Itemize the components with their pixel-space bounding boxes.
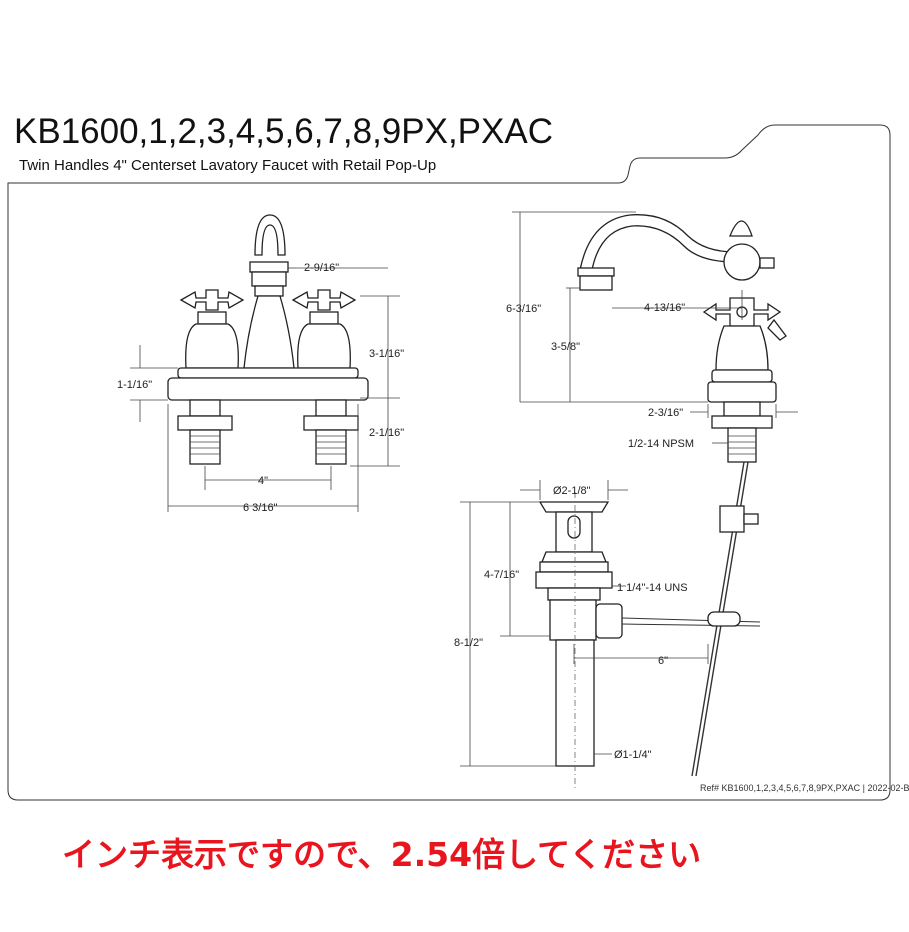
dim-flange-diameter: Ø2-1/8" bbox=[553, 485, 591, 497]
dim-side-overall-height: 6-3/16" bbox=[506, 303, 541, 315]
drawing-subtitle: Twin Handles 4" Centerset Lavatory Fauce… bbox=[19, 157, 437, 174]
dim-base-depth: 2-3/16" bbox=[648, 407, 683, 419]
sheet-border bbox=[7, 124, 891, 801]
dim-drain-overall-height: 8-1/2" bbox=[454, 637, 483, 649]
dim-centers: 4" bbox=[258, 475, 268, 487]
front-view-dimension-lines bbox=[130, 267, 400, 512]
dim-drain-upper-height: 4-7/16" bbox=[484, 569, 519, 581]
unit-conversion-note: インチ表示ですので、2.54倍してください bbox=[62, 835, 702, 874]
dim-reach: 4-13/16" bbox=[644, 302, 685, 314]
dim-tail-diameter: Ø1-1/4" bbox=[614, 749, 652, 761]
dim-overall-width: 6 3/16" bbox=[243, 502, 278, 514]
side-view-dimension-lines bbox=[512, 211, 798, 444]
side-view-faucet bbox=[577, 214, 787, 777]
dim-spout-offset: 2-9/16" bbox=[304, 262, 339, 274]
dim-rod-length: 6" bbox=[658, 655, 668, 667]
dim-spout-clearance: 3-5/8" bbox=[551, 341, 580, 353]
dim-base-height: 1-1/16" bbox=[117, 379, 152, 391]
drain-assembly bbox=[535, 501, 761, 767]
dim-faucet-thread: 1/2-14 NPSM bbox=[628, 438, 694, 450]
dim-drain-thread: 1 1/4"-14 UNS bbox=[617, 582, 688, 594]
dimension-labels: 2-9/16" 3-1/16" 1-1/16" 2-1/16" 4" 6 3/1… bbox=[117, 262, 694, 761]
reference-code: Ref# KB1600,1,2,3,4,5,6,7,8,9PX,PXAC | 2… bbox=[700, 783, 909, 793]
front-view-faucet bbox=[167, 214, 369, 465]
drain-dimension-lines bbox=[460, 480, 709, 790]
drawing-title: KB1600,1,2,3,4,5,6,7,8,9PX,PXAC bbox=[14, 112, 553, 151]
dim-handle-height: 3-1/16" bbox=[369, 348, 404, 360]
dim-shank-length: 2-1/16" bbox=[369, 427, 404, 439]
